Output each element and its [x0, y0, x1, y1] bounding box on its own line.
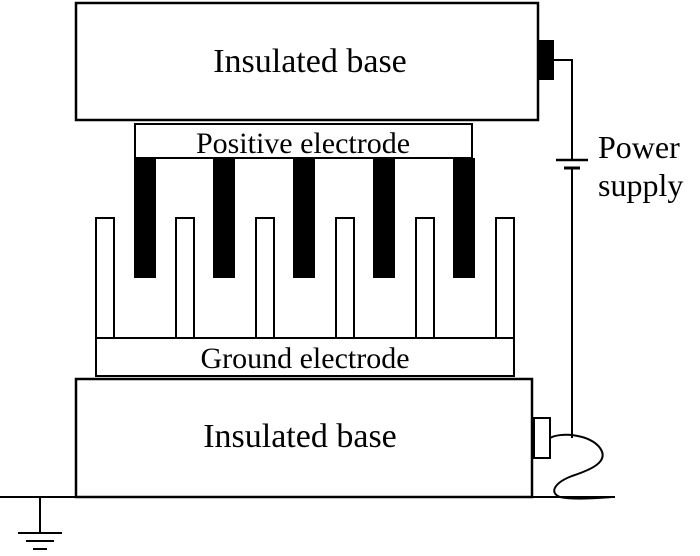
top-base-label: Insulated base [213, 43, 407, 80]
positive-tooth [134, 158, 156, 278]
ground-tooth [255, 217, 275, 339]
ground-tooth [415, 217, 435, 339]
positive-electrode: Positive electrode [134, 123, 473, 160]
positive-electrode-label: Positive electrode [196, 127, 410, 160]
bottom-insulated-base: Insulated base [74, 377, 534, 499]
ground-tooth [335, 217, 355, 339]
ground-tooth [95, 217, 115, 339]
ground-tooth [495, 217, 515, 339]
bottom-connector [533, 417, 551, 459]
ground-tooth [175, 217, 195, 339]
ground-symbol-icon [18, 497, 62, 550]
top-connector [538, 40, 554, 80]
positive-teeth [134, 158, 475, 278]
positive-tooth [213, 158, 235, 278]
power-supply-circuit [549, 59, 613, 500]
bottom-base-label: Insulated base [203, 418, 397, 455]
power-supply-label-line1: Power [598, 129, 680, 165]
positive-tooth [293, 158, 315, 278]
ground-electrode-label: Ground electrode [200, 342, 409, 375]
power-supply-label-line2: supply [598, 167, 683, 203]
positive-tooth [453, 158, 475, 278]
ground-electrode: Ground electrode [95, 337, 515, 377]
positive-tooth [373, 158, 395, 278]
top-insulated-base: Insulated base [74, 1, 540, 122]
